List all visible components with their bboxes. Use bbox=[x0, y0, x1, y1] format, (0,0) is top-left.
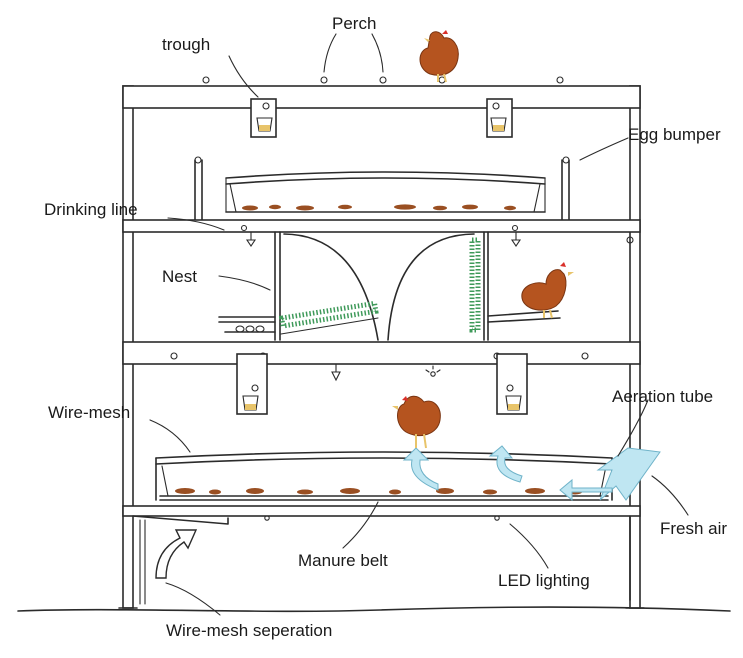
trough-lower-left bbox=[236, 353, 268, 415]
label-trough: trough bbox=[162, 35, 210, 54]
label-fresh-air: Fresh air bbox=[660, 519, 727, 538]
led-lights bbox=[259, 365, 505, 521]
hen-lower-tier bbox=[392, 395, 441, 449]
trough-lower-right bbox=[496, 353, 528, 415]
label-egg-bumper: Egg bumper bbox=[628, 125, 721, 144]
bottom-tier-cage bbox=[155, 451, 613, 501]
label-led-lighting: LED lighting bbox=[498, 571, 590, 590]
top-tier-cage bbox=[194, 156, 570, 221]
trough-upper-left bbox=[250, 98, 277, 138]
label-wire-mesh-separation: Wire-mesh seperation bbox=[166, 621, 332, 640]
manure-top-tier bbox=[242, 204, 516, 211]
bottom-beam bbox=[122, 505, 641, 605]
label-drinking-line: Drinking line bbox=[44, 200, 138, 219]
trough-feed bbox=[259, 125, 270, 131]
rising-air-arrow bbox=[155, 529, 198, 579]
hen-perch bbox=[419, 30, 459, 83]
lower-beam bbox=[122, 341, 641, 382]
label-perch: Perch bbox=[332, 14, 376, 33]
nest-compartment bbox=[218, 231, 561, 341]
air-flow-arrows bbox=[402, 445, 661, 502]
leader-lines bbox=[149, 33, 689, 616]
label-wire-mesh: Wire-mesh bbox=[48, 403, 130, 422]
manure-belt-droppings bbox=[175, 488, 582, 495]
label-manure-belt: Manure belt bbox=[298, 551, 388, 570]
trough-upper-right bbox=[486, 98, 513, 138]
middle-beam bbox=[122, 219, 641, 247]
hen-nest bbox=[521, 262, 574, 319]
ground-line bbox=[17, 606, 731, 613]
top-beam bbox=[122, 76, 641, 109]
label-nest: Nest bbox=[162, 267, 197, 286]
label-aeration-tube: Aeration tube bbox=[612, 387, 713, 406]
